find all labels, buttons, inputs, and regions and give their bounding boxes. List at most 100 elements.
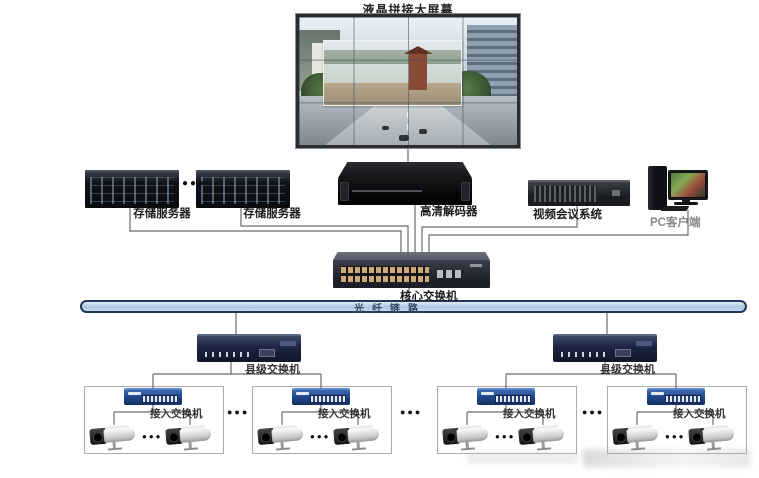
wire-access2-cams: [281, 403, 359, 425]
pc-screen: [671, 173, 705, 197]
county-switch-logo: [636, 341, 652, 346]
access-switch-ports: [495, 395, 531, 403]
access-switch-logo: [128, 392, 141, 395]
video-wall: [296, 14, 520, 148]
access-switch-2-label: 接入交换机: [318, 408, 371, 420]
vcs-drive-slots: [534, 186, 598, 202]
camera-body: [702, 427, 735, 443]
wire-county1-access: [152, 360, 322, 390]
access-switch-1-label: 接入交换机: [150, 408, 203, 420]
access-group-box-4: [607, 386, 747, 454]
wire-access4-cams: [636, 403, 714, 425]
camera: [612, 422, 662, 452]
camera-body: [103, 427, 136, 443]
access-switch-1: [124, 388, 182, 405]
video-conference-label: 视频会议系统: [533, 209, 602, 221]
hd-decoder: [338, 178, 472, 205]
pc-monitor-base: [674, 202, 698, 205]
access-switch-ports: [665, 395, 701, 403]
camera: [688, 422, 738, 452]
watermark-smudge: [468, 452, 578, 464]
pc-client-label: PC客户端: [650, 217, 701, 229]
storage-server-2: [196, 170, 290, 208]
video-conference-server: [528, 180, 630, 206]
county-switch-1-label: 县级交换机: [245, 364, 300, 376]
video-wall-title: 液晶拼接大屏幕: [362, 3, 454, 17]
camera: [165, 422, 215, 452]
core-switch-label: 核心交换机: [400, 291, 458, 303]
county-switch-sfp: [615, 349, 631, 357]
fiber-link-label: 光纤链路: [354, 304, 426, 315]
camera-body: [347, 427, 380, 443]
core-switch-ports: [341, 266, 429, 282]
camera: [442, 422, 492, 452]
access-group-box-3: [437, 386, 577, 454]
county-switch-ports: [561, 352, 609, 357]
core-switch-uplink-ports: [437, 270, 463, 278]
watermark-smudge: [583, 449, 751, 467]
rack-handle-right: [461, 182, 470, 201]
county-switch-sfp: [259, 349, 275, 357]
access-switch-4-label: 接入交换机: [673, 408, 726, 420]
core-switch-logo: [470, 264, 482, 267]
camera-body: [271, 427, 304, 443]
county-switch-1: [197, 334, 301, 362]
access-switch-ports: [142, 395, 178, 403]
pc-keyboard: [660, 206, 690, 211]
pc-tower: [648, 166, 667, 210]
camera: [518, 422, 568, 452]
access-switch-4: [647, 388, 705, 405]
wire-county2-access: [505, 360, 677, 390]
access-group-box-2: [252, 386, 392, 454]
ellipsis-cameras: ●●●: [665, 432, 686, 441]
wire-access1-cams: [113, 403, 191, 425]
ellipsis-halves: ●●●: [400, 407, 423, 417]
ellipsis-cameras: ●●●: [142, 432, 163, 441]
wire-vcs-core: [421, 204, 578, 252]
access-switch-logo: [651, 392, 664, 395]
county-switch-2: [553, 334, 657, 362]
ellipsis-groups: ●●●: [227, 407, 250, 417]
camera: [89, 422, 139, 452]
access-group-box-1: [84, 386, 224, 454]
county-switch-logo: [280, 341, 296, 346]
access-switch-3: [477, 388, 535, 405]
wire-access3-cams: [466, 403, 544, 425]
pc-monitor-stand: [682, 198, 690, 203]
ellipsis-storage: ●●●: [182, 178, 207, 189]
county-switch-ports: [205, 352, 253, 357]
storage-drive-bays: [201, 177, 285, 204]
access-switch-ports: [310, 395, 346, 403]
camera: [257, 422, 307, 452]
ellipsis-cameras: ●●●: [495, 432, 516, 441]
storage-drive-bays: [90, 177, 174, 204]
camera-body: [626, 427, 659, 443]
storage-server-1-label: 存储服务器: [133, 208, 191, 220]
access-switch-logo: [296, 392, 309, 395]
wire-storage2-core: [240, 206, 409, 252]
storage-server-2-label: 存储服务器: [243, 208, 301, 220]
hd-decoder-label: 高清解码器: [420, 206, 478, 218]
access-switch-2: [292, 388, 350, 405]
rack-handle-left: [340, 182, 349, 201]
access-switch-logo: [481, 392, 494, 395]
vcs-logo: [612, 190, 620, 196]
wire-pc-core: [428, 210, 689, 252]
camera-body: [532, 427, 565, 443]
core-switch: [333, 260, 490, 288]
ellipsis-cameras: ●●●: [310, 432, 331, 441]
camera-body: [179, 427, 212, 443]
pc-monitor: [668, 170, 708, 200]
wire-storage1-core: [129, 206, 402, 252]
wall-grid-lines: [299, 17, 517, 145]
access-switch-3-label: 接入交换机: [503, 408, 556, 420]
camera: [333, 422, 383, 452]
county-switch-2-label: 县级交换机: [600, 364, 655, 376]
hd-decoder-top: [338, 162, 472, 178]
decoder-front-marking: [352, 190, 422, 192]
camera-body: [456, 427, 489, 443]
fiber-link-bus: [80, 300, 747, 313]
core-switch-top: [333, 252, 490, 260]
